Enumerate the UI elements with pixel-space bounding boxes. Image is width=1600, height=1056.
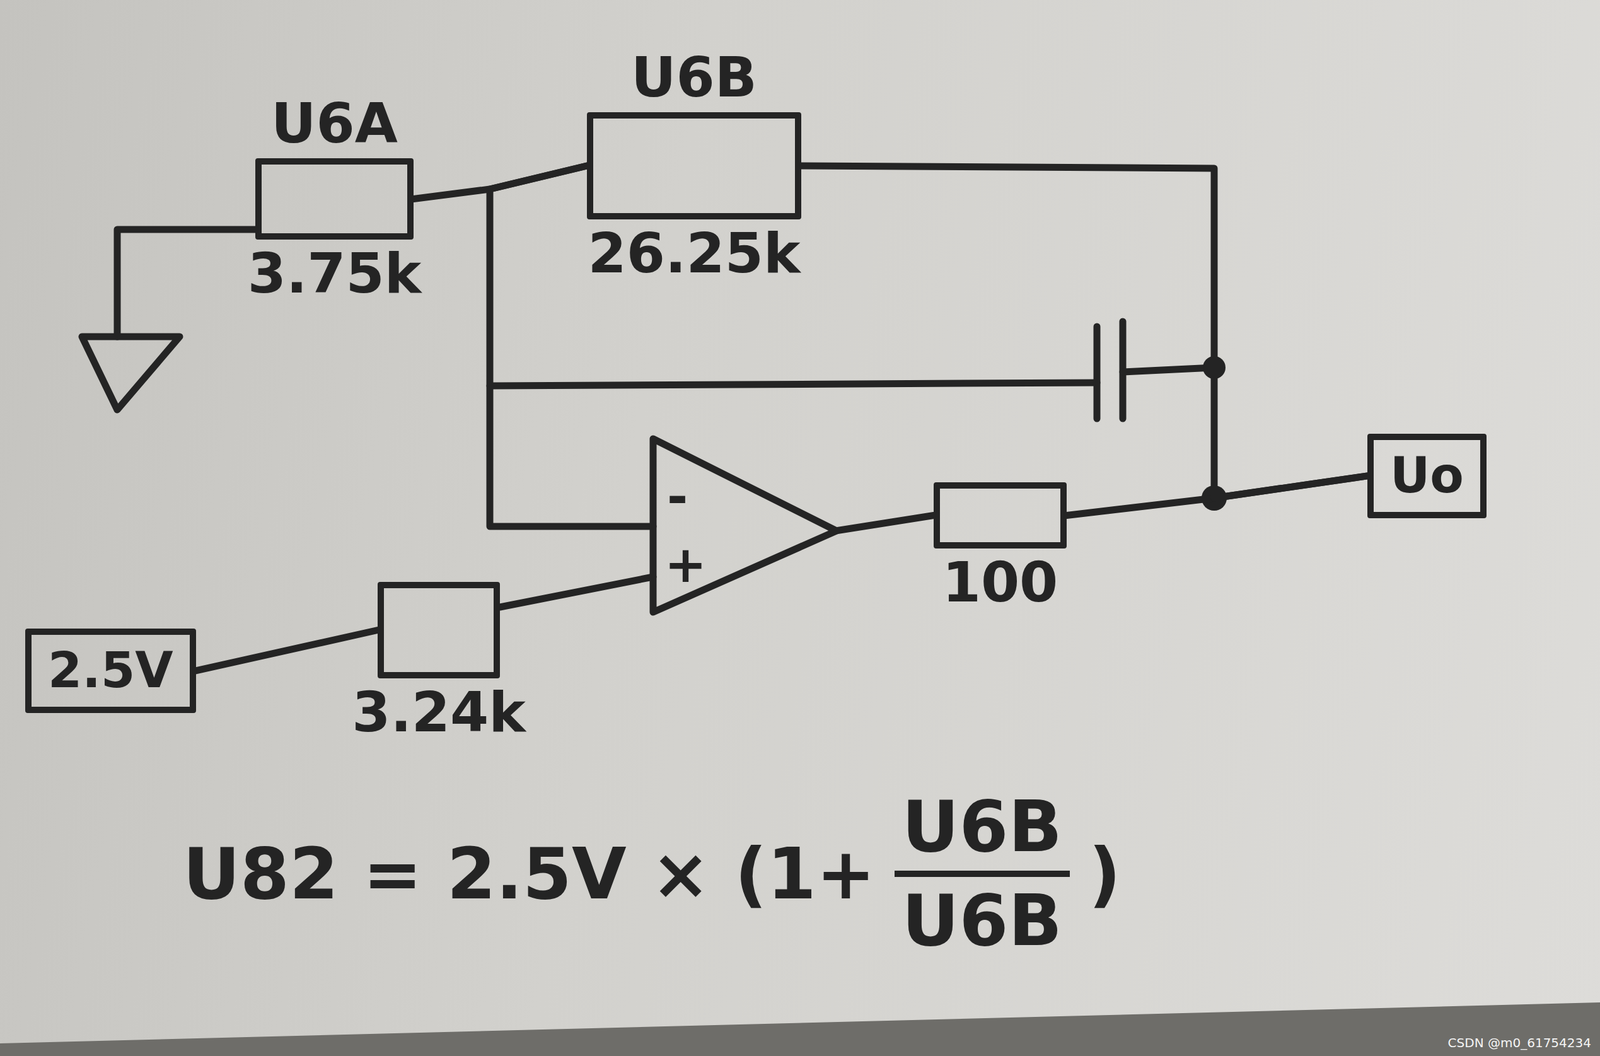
opamp-triangle [653, 438, 837, 613]
part-name: U6A [271, 93, 398, 155]
part-value: 3.24k [351, 682, 526, 744]
resistor-symbol: U6A3.75k [255, 158, 414, 240]
wire [489, 165, 654, 527]
capacitor-plate [1093, 326, 1101, 419]
formula: U82 = 2.5V × (1+ U6B U6B ) [182, 788, 1121, 960]
watermark-slot: CSDN @m0_61754234 [1448, 1035, 1592, 1050]
capacitor-wire [489, 382, 1097, 386]
signal-name: Uo [1390, 448, 1464, 504]
formula-text: U82 = 2.5V × (1+ [182, 835, 876, 913]
part-value: 100 [942, 552, 1059, 614]
formula-text: U6B [902, 788, 1063, 866]
capacitor-wire [1122, 367, 1215, 372]
part-name: U6B [631, 47, 758, 109]
wire [836, 515, 934, 531]
wire [196, 630, 378, 671]
pin-sign: + [664, 539, 707, 591]
formula-part: U82 = 2.5V × (1+ [182, 835, 876, 913]
resistor-symbol: 3.24k [377, 581, 500, 679]
terminal-box: Uo [1367, 433, 1487, 519]
fraction-denominator: U6B [894, 876, 1070, 960]
resistor-symbol: U6B26.25k [586, 112, 802, 220]
watermark: CSDN @m0_61754234 [1448, 1035, 1592, 1050]
fraction-numerator: U6B [894, 788, 1070, 877]
formula-text: U6B [902, 881, 1063, 960]
pin-sign: - [666, 471, 688, 522]
ground-wire [117, 229, 256, 337]
table-edge [0, 1002, 1600, 1056]
wire [499, 576, 654, 608]
opamp-symbol: -+ [653, 438, 837, 613]
formula-part: ) [1088, 835, 1121, 913]
terminal-box: 2.5V [25, 628, 197, 714]
resistor-symbol: 100 [933, 482, 1067, 549]
part-value: 3.75k [247, 243, 422, 305]
part-value: 26.25k [588, 223, 801, 285]
wire [801, 165, 1368, 499]
signal-name: 2.5V [47, 643, 174, 698]
fraction: U6B U6B [894, 788, 1070, 960]
ground-symbol [81, 336, 180, 410]
formula-text: ) [1088, 835, 1121, 913]
